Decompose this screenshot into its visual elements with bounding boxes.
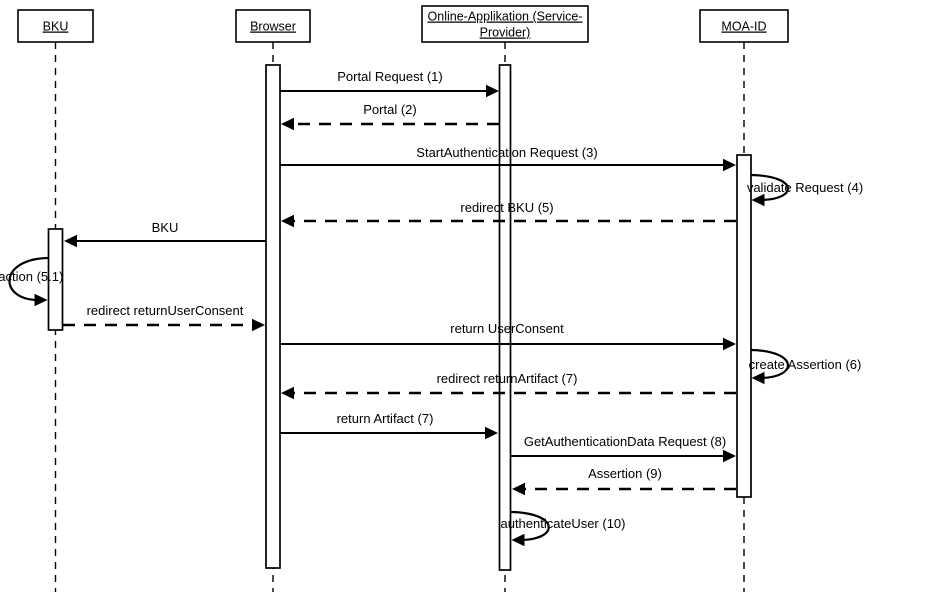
arrowhead-m14 [512, 482, 525, 496]
message-label-m10: create Assertion (6) [749, 357, 862, 372]
lifeline-header-moaid[interactable] [699, 9, 789, 43]
message-label-m1: Portal Request (1) [337, 69, 443, 84]
lifeline-bku[interactable]: BKU [17, 9, 94, 592]
message-label-m11: redirect returnArtifact (7) [437, 371, 578, 386]
arrowhead-m1 [486, 84, 499, 98]
message-m13[interactable]: GetAuthenticationData Request (8) [510, 434, 736, 463]
message-m7[interactable]: BKU interaction (5.1) [0, 256, 63, 307]
message-m9[interactable]: return UserConsent [280, 321, 736, 351]
lifeline-header-bku[interactable] [17, 9, 94, 43]
message-m5[interactable]: redirect BKU (5) [281, 200, 736, 228]
message-label-m2: Portal (2) [363, 102, 416, 117]
arrowhead-m4 [751, 193, 765, 207]
arrowhead-m5 [281, 214, 294, 228]
message-m11[interactable]: redirect returnArtifact (7) [281, 371, 736, 400]
activation-bar-oa[interactable] [498, 64, 512, 571]
message-m4[interactable]: validate Request (4) [747, 173, 863, 207]
lifeline-label-oa: Online-Applikation (Service-Provider) [428, 10, 583, 40]
message-label-m9: return UserConsent [450, 321, 564, 336]
message-label-m4: validate Request (4) [747, 180, 863, 195]
arrowhead-m3 [723, 158, 736, 172]
lifeline-header-oa[interactable] [421, 5, 589, 43]
message-label-m15: authenticateUser (10) [500, 516, 625, 531]
lifeline-label-browser: Browser [250, 20, 296, 34]
message-label-m12: return Artifact (7) [337, 411, 434, 426]
message-label-m6: BKU [152, 220, 179, 235]
message-m1[interactable]: Portal Request (1) [280, 69, 499, 98]
self-message-curve-m7 [8, 256, 49, 302]
message-m3[interactable]: StartAuthentication Request (3) [280, 145, 736, 172]
arrowhead-m7 [34, 293, 48, 307]
message-m12[interactable]: return Artifact (7) [280, 411, 498, 440]
lifeline-browser[interactable]: Browser [235, 9, 311, 592]
arrowhead-m10 [751, 371, 765, 385]
lifeline-header-browser[interactable] [235, 9, 311, 43]
message-m8[interactable]: redirect returnUserConsent [63, 303, 265, 332]
lifelines-layer: BKU Browser Online-Applikation (Service-Pr… [17, 5, 789, 592]
arrowhead-m11 [281, 386, 294, 400]
message-label-m3: StartAuthentication Request (3) [416, 145, 597, 160]
message-m6[interactable]: BKU [64, 220, 266, 248]
activation-bar-bku[interactable] [47, 228, 64, 331]
self-message-curve-m10 [750, 348, 790, 380]
activations-layer [47, 64, 752, 571]
message-m15[interactable]: authenticateUser (10) [500, 510, 626, 547]
message-label-m8: redirect returnUserConsent [87, 303, 244, 318]
message-label-m13: GetAuthenticationData Request (8) [524, 434, 726, 449]
self-message-curve-m15 [510, 510, 550, 542]
lifeline-label-bku: BKU [43, 20, 69, 34]
arrowhead-m13 [723, 449, 736, 463]
message-label-m7: BKU interaction (5.1) [0, 269, 63, 284]
arrowhead-m12 [485, 426, 498, 440]
arrowhead-m8 [252, 318, 265, 332]
message-m2[interactable]: Portal (2) [281, 102, 499, 131]
message-label-m5: redirect BKU (5) [460, 200, 553, 215]
messages-layer: Portal Request (1) Portal (2) StartAuthent… [0, 69, 863, 547]
message-m14[interactable]: Assertion (9) [512, 466, 736, 496]
message-m10[interactable]: create Assertion (6) [749, 348, 862, 385]
activation-bar-browser[interactable] [265, 64, 281, 569]
message-label-m14: Assertion (9) [588, 466, 662, 481]
arrowhead-m2 [281, 117, 294, 131]
arrowhead-m15 [511, 533, 525, 547]
arrowhead-m6 [64, 234, 77, 248]
lifeline-label-moaid: MOA-ID [721, 20, 766, 34]
self-message-curve-m4 [750, 173, 790, 202]
arrowhead-m9 [723, 337, 736, 351]
activation-bar-moaid[interactable] [736, 154, 752, 498]
